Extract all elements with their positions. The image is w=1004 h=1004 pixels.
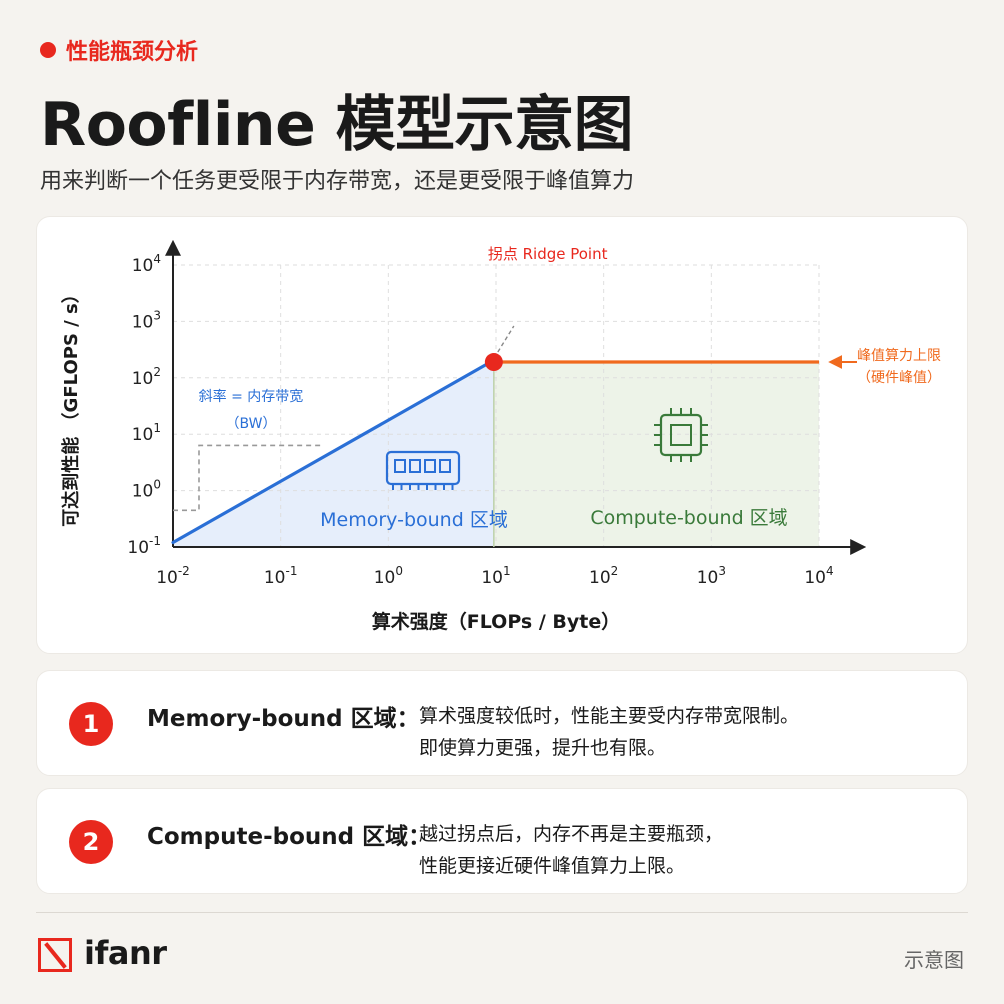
roofline-chart: 10-2 10-1 100 101 102 103 104 104 103 102 101 100 10…	[60, 239, 941, 633]
x-tick-label: 101	[481, 564, 510, 588]
note-text-line: 算术强度较低时，性能主要受内存带宽限制。	[419, 705, 800, 727]
section-tag-label: 性能瓶颈分析	[66, 40, 199, 65]
x-tick-label: 10-2	[156, 564, 190, 588]
slope-label: 斜率 = 内存带宽	[199, 388, 304, 405]
peak-sublabel: （硬件峰值）	[857, 370, 941, 386]
chart-card: 10-2 10-1 100 101 102 103 104 104 103 102 101 100 10…	[36, 216, 968, 654]
y-tick-label: 103	[132, 308, 161, 332]
x-tick-label: 104	[804, 564, 833, 588]
x-tick-label: 103	[697, 564, 726, 588]
footer-divider	[36, 912, 968, 913]
page-subtitle: 用来判断一个任务更受限于内存带宽，还是更受限于峰值算力	[40, 169, 635, 194]
note-number-badge: 1	[69, 702, 113, 746]
ifanr-logo-icon	[38, 938, 72, 972]
ridge-leader-line	[497, 325, 515, 353]
peak-label: 峰值算力上限	[857, 348, 941, 364]
note-card-memory: 1 Memory-bound 区域： 算术强度较低时，性能主要受内存带宽限制。 …	[36, 670, 968, 776]
y-tick-label: 101	[132, 421, 161, 445]
memory-bound-region	[173, 362, 494, 547]
note-number-badge: 2	[69, 820, 113, 864]
ridge-label: 拐点 Ridge Point	[488, 245, 608, 263]
note-text-line: 越过拐点后，内存不再是主要瓶颈，	[419, 823, 724, 845]
ridge-point	[484, 353, 503, 372]
red-dot-icon	[40, 42, 56, 58]
x-tick-label: 102	[589, 564, 618, 588]
memory-chip-cell	[424, 459, 436, 473]
y-tick-label: 102	[132, 365, 161, 389]
note-text-line: 即使算力更强，提升也有限。	[419, 737, 667, 759]
memory-chip-cell	[409, 459, 421, 473]
note-text-line: 性能更接近硬件峰值算力上限。	[419, 855, 686, 877]
cpu-core	[670, 424, 692, 446]
y-tick-label: 104	[132, 252, 161, 276]
compute-region-label: Compute-bound 区域	[590, 507, 787, 529]
y-axis-title: 可达到性能 （GFLOPS / s）	[60, 285, 82, 526]
footer-caption: 示意图	[904, 948, 964, 972]
y-tick-label: 100	[132, 478, 161, 502]
note-card-compute: 2 Compute-bound 区域： 越过拐点后，内存不再是主要瓶颈， 性能更…	[36, 788, 968, 894]
note-title: Compute-bound 区域：	[147, 824, 432, 850]
compute-bound-region	[493, 362, 819, 547]
memory-region-label: Memory-bound 区域	[320, 509, 508, 531]
memory-chip-icon	[385, 450, 461, 486]
x-tick-label: 100	[374, 564, 403, 588]
brand-name: ifanr	[84, 934, 167, 972]
x-axis-title: 算术强度（FLOPs / Byte）	[372, 610, 620, 633]
note-title: Memory-bound 区域：	[147, 706, 420, 732]
memory-roof-line	[171, 360, 493, 545]
section-tag: 性能瓶颈分析	[40, 34, 198, 66]
memory-chip-cell	[394, 459, 406, 473]
slope-step-line	[173, 444, 321, 512]
page-title: Roofline 模型示意图	[40, 90, 634, 160]
y-tick-label: 10-1	[127, 534, 161, 558]
memory-chip-cell	[439, 459, 451, 473]
x-tick-label: 10-1	[264, 564, 298, 588]
slope-sublabel: （BW）	[226, 416, 277, 432]
